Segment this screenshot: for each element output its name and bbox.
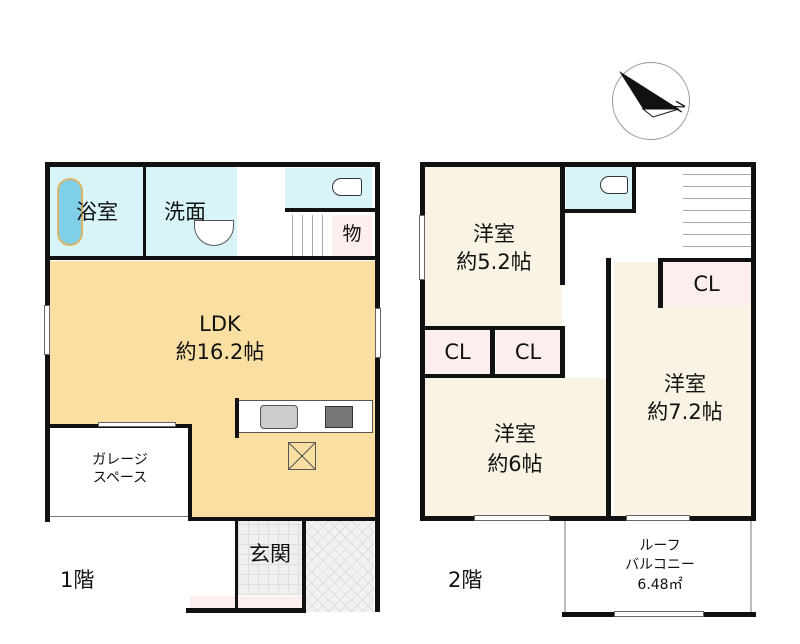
entrance-label: 玄関 <box>249 542 291 566</box>
toilet-icon <box>332 178 362 196</box>
washroom-label: 洗面 <box>164 200 206 224</box>
sink-icon <box>260 405 298 429</box>
entrance <box>238 520 302 595</box>
floor2-label: 2階 <box>448 568 483 592</box>
floor1-label: 1階 <box>60 568 95 592</box>
balcony-label-2: バルコニー <box>625 557 695 573</box>
stairs-2f <box>683 166 751 258</box>
ldk-room <box>50 261 375 424</box>
garage-label-2: スペース <box>92 470 148 486</box>
storage-label: 物 <box>342 223 362 245</box>
western-room-5-2 <box>424 166 562 328</box>
roof-balcony <box>564 520 752 612</box>
bathtub <box>57 178 83 246</box>
fridge-space-icon <box>288 442 316 470</box>
closet-left <box>425 330 490 375</box>
ldk-label: LDK <box>199 312 241 336</box>
stairs-1f <box>283 215 330 258</box>
storage-room <box>332 215 372 258</box>
window <box>474 515 550 521</box>
ldk-size: 約16.2帖 <box>175 340 265 364</box>
window <box>626 515 690 521</box>
closet-right <box>663 262 750 306</box>
room-7-2-size: 約7.2帖 <box>647 400 723 424</box>
window <box>614 611 704 617</box>
porch <box>306 520 374 612</box>
shoe-closet <box>190 596 302 611</box>
window <box>375 308 381 358</box>
window <box>419 215 425 280</box>
closet-middle-label: CL <box>514 340 542 364</box>
closet-left-label: CL <box>444 340 471 364</box>
room-6-name: 洋室 <box>494 422 536 446</box>
room-5-2-size: 約5.2帖 <box>456 250 532 274</box>
compass: N <box>612 62 690 140</box>
compass-arrow-icon <box>619 71 680 118</box>
toilet-icon <box>600 176 628 194</box>
window <box>44 305 50 355</box>
ldk-room-lower <box>190 424 375 517</box>
room-7-2-name: 洋室 <box>664 372 706 396</box>
bath-label: 浴室 <box>76 200 118 224</box>
room-5-2-name: 洋室 <box>473 222 515 246</box>
stove-icon <box>325 406 353 428</box>
balcony-label-1: ルーフ <box>639 538 681 554</box>
western-room-6 <box>424 378 607 516</box>
garage-label-1: ガレージ <box>92 452 148 468</box>
garage-space <box>50 426 188 517</box>
closet-right-label: CL <box>693 272 720 296</box>
window <box>98 422 176 427</box>
room-6-size: 約6帖 <box>487 452 543 476</box>
closet-middle <box>496 330 560 375</box>
balcony-area: 6.48㎡ <box>637 577 683 593</box>
